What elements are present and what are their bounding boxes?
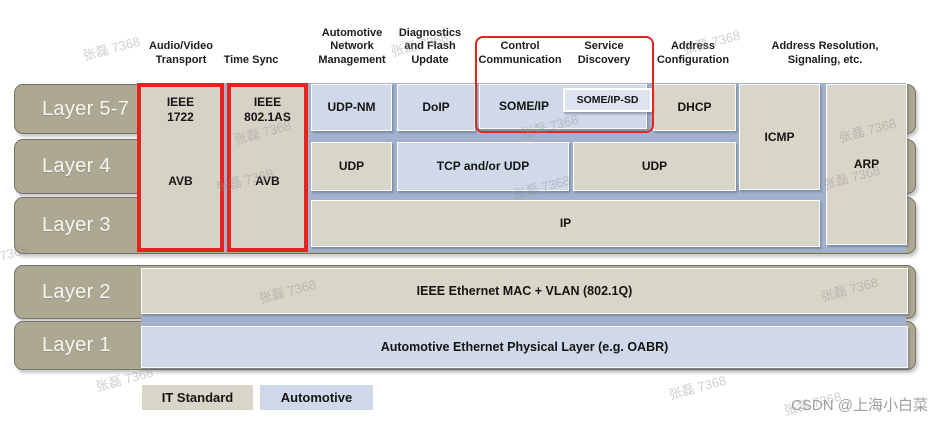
csdn-credit: CSDN @上海小白菜 [791, 397, 928, 414]
protocol-box-ieee1722-avb: IEEE 1722 AVB [137, 83, 224, 252]
column-header-address-resolution-signaling: Address Resolution, Signaling, etc. [771, 40, 879, 66]
column-header-time-sync: Time Sync [223, 53, 279, 66]
ieee8021as-label: IEEE 802.1AS [244, 95, 291, 124]
layer-label-5-7: Layer 5-7 [42, 97, 130, 120]
protocol-box-ethernet-mac-vlan: IEEE Ethernet MAC + VLAN (802.1Q) [141, 268, 908, 314]
ieee1722-label: IEEE 1722 [166, 95, 195, 124]
protocol-box-doip: DoIP [397, 84, 475, 131]
layer-label-1: Layer 1 [42, 334, 111, 356]
protocol-box-arp: ARP [826, 84, 907, 245]
column-header-control-communication: Control Communication [478, 40, 562, 66]
protocol-box-tcp-and-or-udp: TCP and/or UDP [397, 142, 569, 191]
protocol-box-icmp: ICMP [739, 84, 820, 190]
legend-it-standard: IT Standard [142, 385, 253, 410]
protocol-box-ip: IP [311, 200, 820, 247]
layer-label-3: Layer 3 [42, 214, 111, 236]
layer-label-2: Layer 2 [42, 280, 111, 303]
column-header-service-discovery: Service Discovery [577, 40, 631, 66]
column-header-address-configuration: Address Configuration [656, 40, 730, 66]
column-header-diagnostics-flash-update: Diagnostics and Flash Update [398, 26, 462, 66]
protocol-box-someip-sd: SOME/IP-SD [563, 88, 652, 112]
protocol-box-udp-left: UDP [311, 142, 392, 191]
column-header-audio-video-transport: Audio/Video Transport [149, 40, 213, 66]
protocol-box-dhcp: DHCP [653, 84, 736, 131]
protocol-box-automotive-physical-layer: Automotive Ethernet Physical Layer (e.g.… [141, 326, 908, 368]
protocol-box-udp-right: UDP [573, 142, 736, 191]
layer-label-4: Layer 4 [42, 155, 111, 177]
someip-label: SOME/IP [498, 99, 549, 113]
avb-label: AVB [168, 174, 193, 188]
avb-label: AVB [255, 174, 280, 188]
legend-automotive: Automotive [260, 385, 373, 410]
protocol-box-udp-nm: UDP-NM [311, 84, 392, 131]
column-header-automotive-network-management: Automotive Network Management [318, 26, 386, 66]
protocol-box-ieee8021as-avb: IEEE 802.1AS AVB [227, 83, 308, 252]
